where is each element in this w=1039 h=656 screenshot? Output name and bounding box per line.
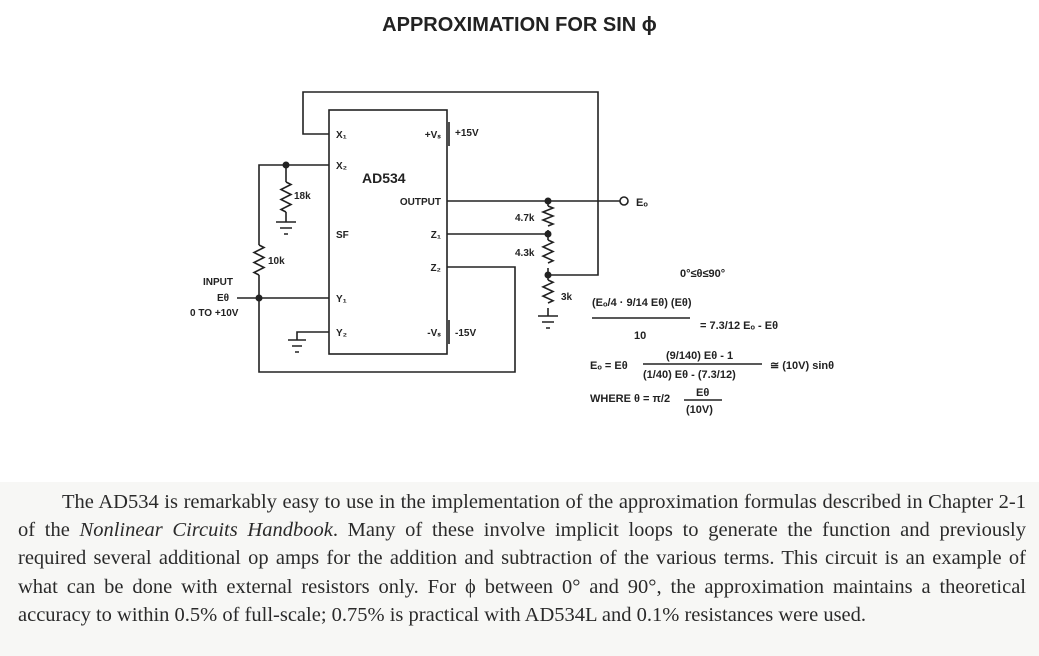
ground-icon [538, 315, 558, 329]
eq3-denominator: (10V) [686, 404, 713, 416]
resistor-10k [252, 244, 266, 276]
chip-label: AD534 [362, 170, 406, 186]
body-paragraph: The AD534 is remarkably easy to use in t… [18, 488, 1026, 629]
resistor-3k [541, 279, 555, 304]
output-terminal [619, 196, 629, 206]
resistor-4k3 [541, 239, 555, 264]
supply-neg-label: -15V [455, 328, 476, 339]
ad534-chip [328, 109, 448, 355]
pin-x1: X₁ [336, 130, 347, 141]
pin-output: OUTPUT [400, 197, 441, 208]
resistor-4k7-label: 4.7k [515, 213, 535, 224]
pin-z1: Z₁ [431, 230, 441, 241]
eq1-denominator: 10 [634, 330, 646, 342]
body-text-block: The AD534 is remarkably easy to use in t… [0, 482, 1039, 656]
eq1-rhs: = 7.3/12 Eₒ - Eθ [700, 320, 778, 332]
eq3-lhs: WHERE θ = π/2 [590, 393, 670, 405]
z2-wire [258, 266, 516, 373]
input-signal-label: Eθ [217, 293, 229, 304]
paragraph-text: . Many of these involve implicit loops t… [18, 519, 1026, 626]
resistor-18k-label: 18k [294, 191, 311, 202]
angle-range: 0°≤θ≤90° [680, 268, 725, 280]
pin-vs-neg: -Vₛ [427, 328, 441, 339]
pin-y1: Y₁ [336, 294, 347, 305]
eq2-denominator: (1/40) Eθ - (7.3/12) [643, 369, 736, 381]
eq2-numerator: (9/140) Eθ - 1 [666, 350, 733, 362]
y2-ground-wire [288, 331, 329, 353]
pin-vs-pos: +Vₛ [425, 130, 442, 141]
pin-x2: X₂ [336, 161, 347, 172]
x2-wire [258, 164, 329, 298]
pin-z2: Z₂ [430, 263, 441, 274]
resistor-18k [279, 181, 293, 213]
ground-icon [276, 221, 296, 235]
paragraph-text: The AD534 is remarkably easy to use in t… [18, 491, 1026, 542]
resistor-3k-label: 3k [561, 292, 573, 303]
book-title: Nonlinear Circuits Handbook [79, 519, 333, 542]
eq2-lhs: Eₒ = Eθ [590, 360, 628, 372]
output-label: Eₒ [636, 197, 648, 209]
supply-pos-label: +15V [455, 128, 479, 139]
resistor-4k7 [540, 205, 556, 227]
pin-y2: Y₂ [336, 328, 347, 339]
resistor-4k3-label: 4.3k [515, 248, 535, 259]
resistor-10k-label: 10k [268, 256, 285, 267]
eq2-rhs: ≅ (10V) sinθ [770, 360, 834, 372]
circuit-diagram: AD534 X₁ X₂ SF Y₁ Y₂ +Vₛ OUTPUT Z₁ Z₂ -V… [190, 91, 834, 416]
figure-title: APPROXIMATION FOR SIN ϕ [382, 14, 657, 36]
pin-sf: SF [336, 230, 349, 241]
input-label: INPUT [203, 277, 233, 288]
feedback-wire [302, 91, 599, 276]
eq3-numerator: Eθ [696, 387, 709, 399]
eq1-numerator: (Eₒ/4 · 9/14 Eθ) (Eθ) [592, 297, 692, 309]
input-range-label: 0 TO +10V [190, 308, 239, 319]
